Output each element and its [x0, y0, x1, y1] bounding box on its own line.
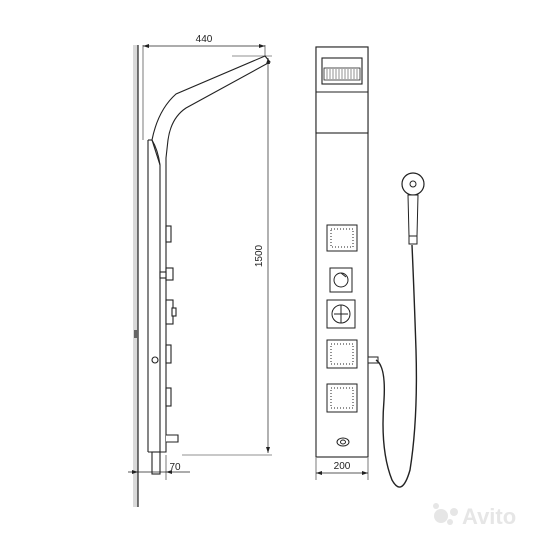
- panel-front: [315, 46, 369, 458]
- spout: [336, 437, 350, 447]
- body-jet-3: [326, 383, 358, 413]
- wall: [133, 45, 139, 507]
- side-view: [128, 44, 272, 507]
- dimension-200-label: 200: [334, 461, 351, 472]
- dimension-440: [142, 44, 266, 140]
- dimension-70: [128, 455, 190, 480]
- dimension-200: [315, 458, 369, 480]
- panel-side-profile: [134, 55, 271, 475]
- body-jet-2: [326, 339, 358, 369]
- watermark: Avito: [433, 503, 516, 529]
- hose-holder: [367, 356, 379, 364]
- shower-hose: [375, 244, 418, 488]
- control-knob-1: [329, 267, 353, 293]
- dimension-1500-label: 1500: [254, 244, 265, 267]
- dimension-1500: [182, 55, 272, 456]
- control-knob-2: [326, 299, 356, 329]
- dimension-440-label: 440: [196, 34, 213, 45]
- front-view: [315, 46, 425, 488]
- dimension-70-label: 70: [169, 462, 181, 473]
- body-jet-1: [326, 224, 358, 252]
- watermark-text: Avito: [462, 504, 516, 529]
- hand-shower: [401, 172, 425, 245]
